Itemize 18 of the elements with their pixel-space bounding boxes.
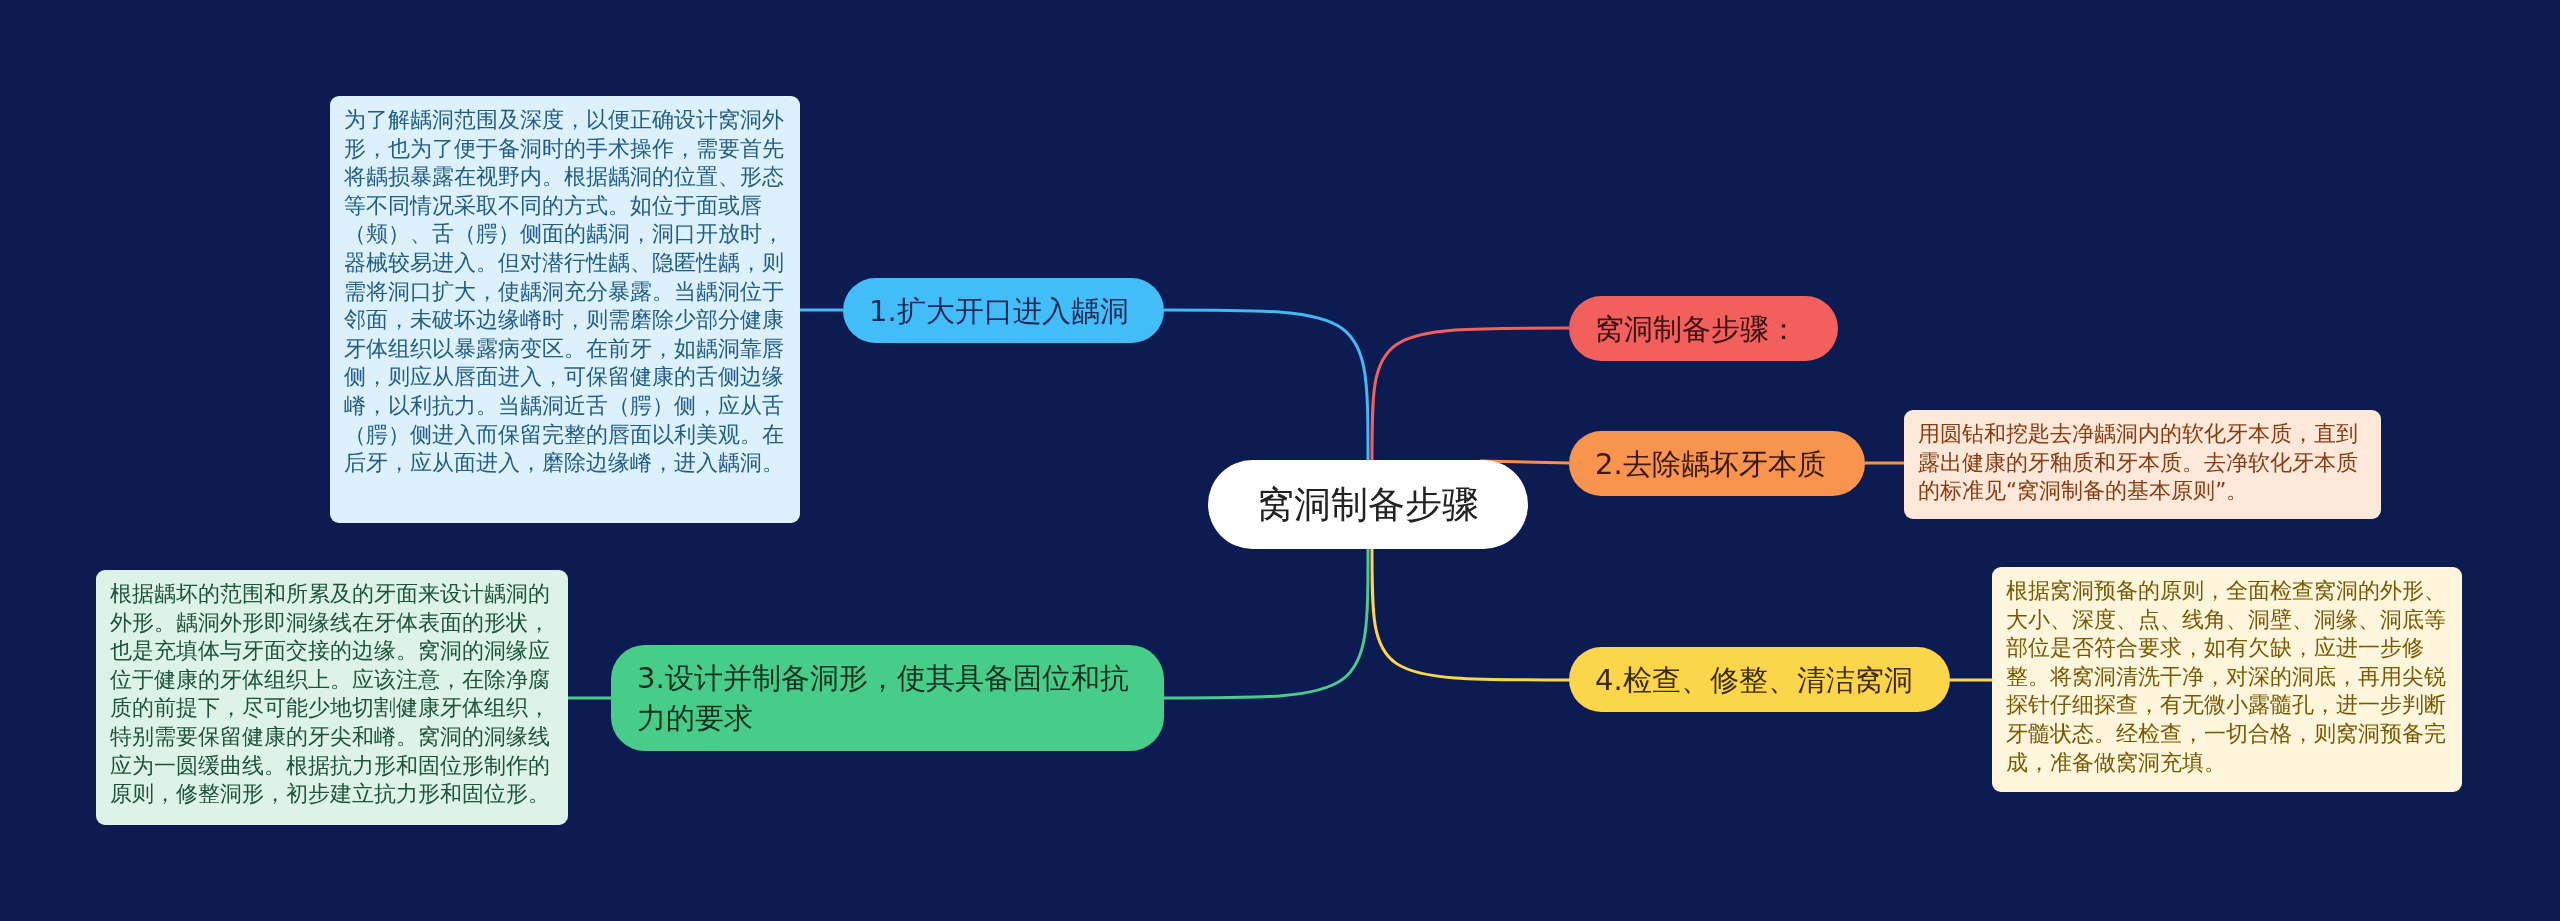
note-box: 用圆钻和挖匙去净龋洞内的软化牙本质，直到露出健康的牙釉质和牙本质。去净软化牙本质的标准见“窝洞制备的基本原则”。: [1904, 410, 2381, 519]
note-box: 根据龋坏的范围和所累及的牙面来设计龋洞的外形。龋洞外形即洞缘线在牙体表面的形状，也是充填体与牙面交接的边缘。窝洞的洞缘应位于健康的牙体组织上。应该注意，在除净腐质的前提下，尽可能少地切割健康牙体组织，特别需要保留健康的牙尖和嵴。窝洞的洞缘线应为一圆缓曲线。根据抗力形和固位形制作的原则，修整洞形，初步建立抗力形和固位形。: [96, 570, 568, 825]
connector-line: [1370, 549, 1569, 682]
connector-line: [800, 308, 843, 312]
connector-line: [1370, 326, 1569, 460]
topic-box: 2.去除龋坏牙本质: [1569, 431, 1865, 496]
connector-line: [1950, 678, 1992, 682]
topic-box: 窝洞制备步骤：: [1569, 296, 1838, 361]
connector-line: [1164, 549, 1370, 700]
note-box: 根据窝洞预备的原则，全面检查窝洞的外形、大小、深度、点、线角、洞壁、洞缘、洞底等部位是否符合要求，如有欠缺，应进一步修整。将窝洞清洗干净，对深的洞底，再用尖锐探针仔细探查，有无微小露髓孔，进一步判断牙髓状态。经检查，一切合格，则窝洞预备完成，准备做窝洞充填。: [1992, 567, 2462, 792]
connector-line: [1164, 308, 1370, 460]
connector-line: [1865, 461, 1904, 465]
note-box: 为了解龋洞范围及深度，以便正确设计窝洞外形，也为了便于备洞时的手术操作，需要首先将龋损暴露在视野内。根据龋洞的位置、形态等不同情况采取不同的方式。如位于面或唇（颊）、舌（腭）侧面的龋洞，洞口开放时，器械较易进入。但对潜行性龋、隐匿性龋，则需将洞口扩大，使龋洞充分暴露。当龋洞位于邻面，未破坏边缘嵴时，则需磨除少部分健康牙体组织以暴露病变区。在前牙，如龋洞靠唇侧，则应从唇面进入，可保留健康的舌侧边缘嵴，以利抗力。当龋洞近舌（腭）侧，应从舌（腭）侧进入而保留完整的唇面以利美观。在后牙，应从面进入，磨除边缘嵴，进入龋洞。: [330, 96, 800, 523]
central-topic-box: 窝洞制备步骤: [1208, 460, 1528, 549]
connector-line: [568, 696, 611, 700]
topic-box: 1.扩大开口进入龋洞: [843, 278, 1164, 343]
topic-box: 3.设计并制备洞形，使其具备固位和抗力的要求: [611, 645, 1164, 751]
topic-box: 4.检查、修整、清洁窝洞: [1569, 647, 1950, 712]
